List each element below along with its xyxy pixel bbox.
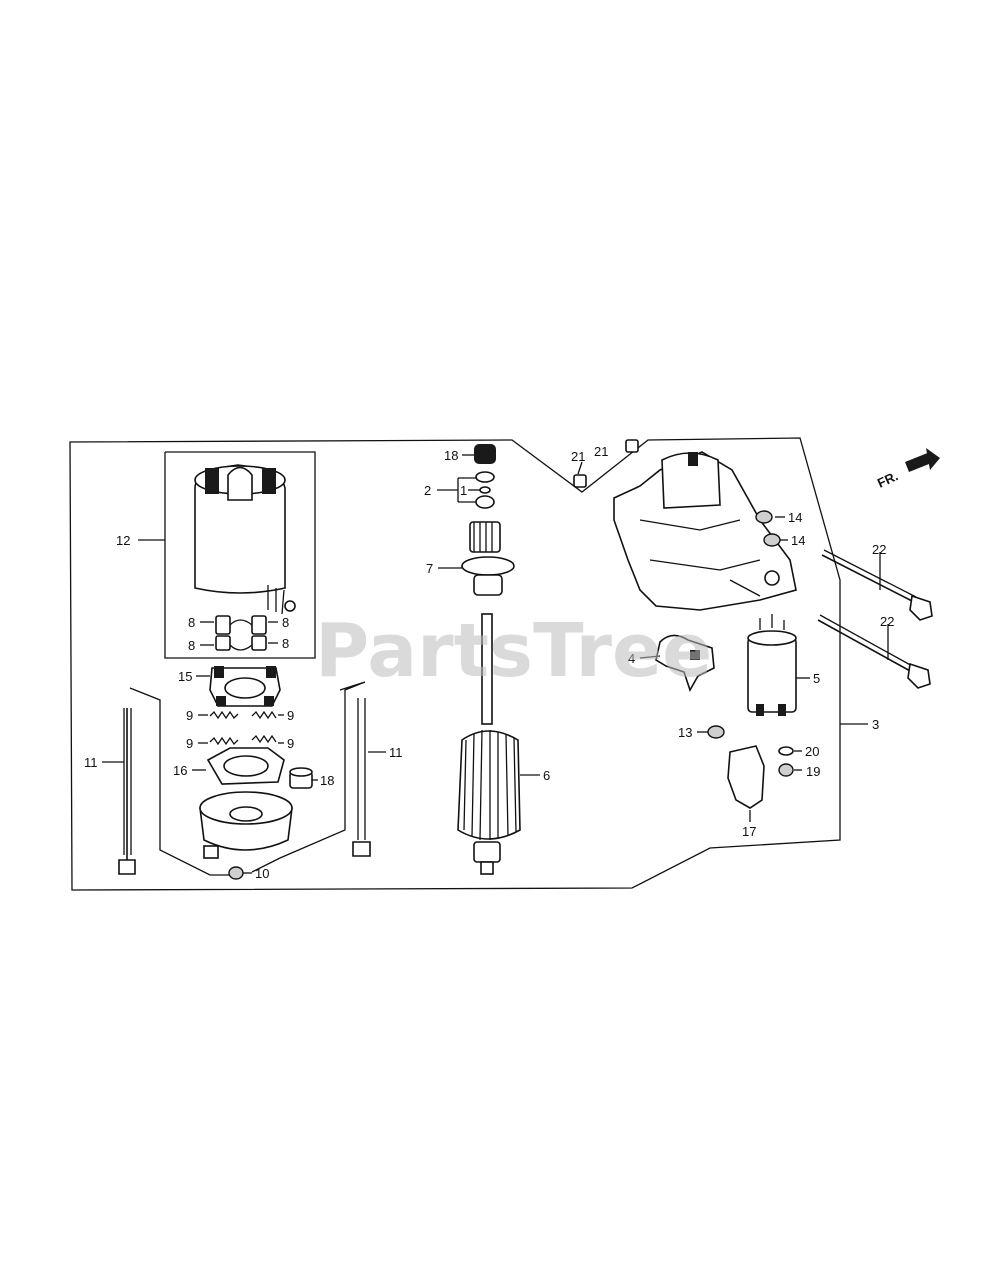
armature	[457, 613, 521, 875]
callout-11-right: 11	[389, 745, 403, 760]
callout-labels: 12 8 8 8 8 15 9 9 9 9 16 18 11 11 10 18 …	[84, 444, 894, 881]
rear-end-cover	[199, 791, 293, 859]
through-bolt-left	[118, 708, 136, 875]
callout-18-lower: 18	[320, 773, 334, 788]
callout-14-b: 14	[791, 533, 805, 548]
callout-2: 2	[424, 483, 431, 498]
callout-22-upper: 22	[872, 542, 886, 557]
callout-9-d: 9	[287, 736, 294, 751]
small-nuts	[707, 725, 794, 777]
callout-10: 10	[255, 866, 269, 881]
yoke-group-frame	[164, 451, 316, 659]
callout-3: 3	[872, 717, 879, 732]
end-cover-group-frame	[129, 687, 230, 876]
pinion-gear	[461, 521, 515, 596]
callout-4: 4	[628, 651, 635, 666]
callout-19: 19	[806, 764, 820, 779]
mounting-bolt-lower	[817, 614, 931, 689]
callout-11-left: 11	[84, 755, 98, 770]
callout-20: 20	[805, 744, 819, 759]
callout-12: 12	[116, 533, 130, 548]
pinion-cap	[474, 444, 496, 464]
callout-18-upper: 18	[444, 448, 458, 463]
callout-6: 6	[543, 768, 550, 783]
callout-9-c: 9	[186, 736, 193, 751]
small-pins	[573, 439, 639, 488]
leader-lines	[102, 454, 889, 874]
callout-17: 17	[742, 824, 756, 839]
callout-8-b: 8	[282, 615, 289, 630]
callout-9-b: 9	[287, 708, 294, 723]
callout-14-a: 14	[788, 510, 802, 525]
watermark-logo: PartsTree	[315, 608, 712, 694]
callout-9-a: 9	[186, 708, 193, 723]
direction-label: FR.	[875, 468, 900, 490]
callout-21-b: 21	[594, 444, 608, 459]
callout-15: 15	[178, 669, 192, 684]
end-cover-group-frame-right	[251, 681, 366, 873]
callout-8-a: 8	[188, 615, 195, 630]
callout-13: 13	[678, 725, 692, 740]
through-bolt-right	[352, 698, 371, 857]
callout-7: 7	[426, 561, 433, 576]
callout-8-c: 8	[188, 638, 195, 653]
brush-springs	[209, 710, 277, 746]
callout-8-d: 8	[282, 636, 289, 651]
callout-21-a: 21	[571, 449, 585, 464]
drive-housing	[613, 451, 797, 611]
bushing-lower	[289, 767, 313, 789]
callout-1: 1	[460, 483, 467, 498]
field-yoke	[194, 464, 296, 615]
callout-22-lower: 22	[880, 614, 894, 629]
front-direction-arrow: FR.	[875, 448, 940, 491]
mounting-bolt-upper	[821, 549, 933, 621]
brush-plate	[206, 747, 285, 785]
solenoid	[747, 614, 797, 716]
nut-10	[228, 866, 244, 880]
callout-16: 16	[173, 763, 187, 778]
shift-lever	[655, 634, 715, 692]
callout-5: 5	[813, 671, 820, 686]
terminal-bracket	[727, 745, 765, 809]
brush-set	[215, 615, 267, 651]
assembly-outline	[69, 437, 841, 891]
brush-holder	[209, 666, 281, 707]
